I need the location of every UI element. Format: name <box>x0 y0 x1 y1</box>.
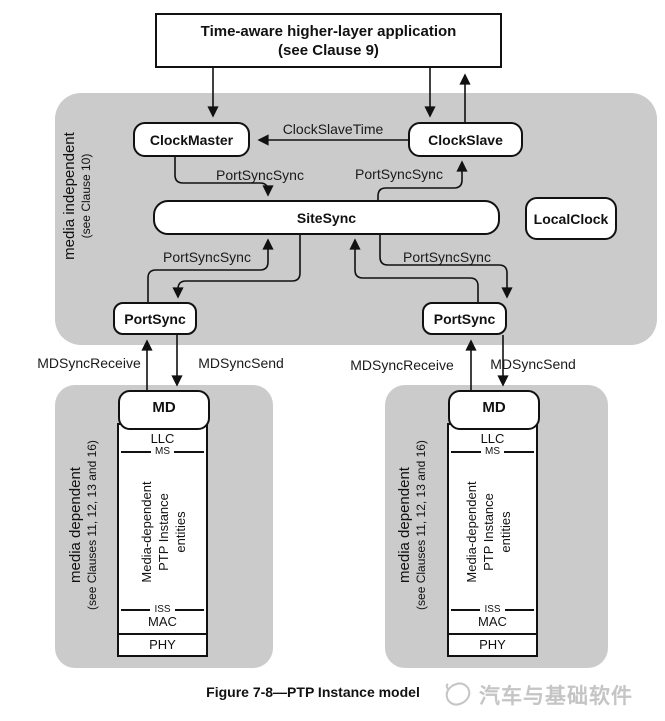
portsyncsync-label-clockmaster: PortSyncSync <box>216 167 304 183</box>
arrow-clockmaster-to-sitesync <box>174 157 274 197</box>
divider-line <box>451 450 481 453</box>
figure-caption: Figure 7-8—PTP Instance model <box>206 684 420 700</box>
ms-divider: MS <box>449 446 536 457</box>
clockslavetime-label: ClockSlaveTime <box>282 121 384 137</box>
mdsyncreceive-label-left: MDSyncReceive <box>37 355 141 371</box>
sitesync-box: SiteSync <box>153 200 500 235</box>
md-box-right: MD <box>448 390 540 430</box>
entities-line1: Media-dependent <box>138 481 154 583</box>
iss-divider: ISS <box>119 604 206 615</box>
mdsyncsend-label-left: MDSyncSend <box>198 355 284 371</box>
ms-label: MS <box>155 446 170 457</box>
divider-line <box>504 608 534 611</box>
app-box-text: Time-aware higher-layer application (see… <box>201 22 457 60</box>
mdsyncsend-label-right: MDSyncSend <box>490 356 576 372</box>
watermark-logo-icon <box>445 682 471 706</box>
phy-label: PHY <box>149 637 176 652</box>
entities-line2: PTP Instance <box>480 493 496 571</box>
entities-line3: entities <box>172 511 188 553</box>
arrow-portsync-left-to-sitesync <box>147 238 274 302</box>
divider-line <box>121 608 151 611</box>
arrow-sitesync-to-portsync-right <box>379 235 513 299</box>
clockmaster-box: ClockMaster <box>133 122 250 157</box>
time-aware-application-box: Time-aware higher-layer application (see… <box>155 13 502 68</box>
llc-label: LLC <box>480 431 505 446</box>
clockslave-box: ClockSlave <box>408 122 523 157</box>
iss-label: ISS <box>484 604 501 615</box>
media-dependent-entities-label-left: Media-dependent PTP Instance entities <box>136 457 190 607</box>
divider-line <box>504 450 534 453</box>
arrow-portsync-right-to-sitesync <box>349 238 479 302</box>
iss-label: ISS <box>154 604 171 615</box>
app-box-line2: (see Clause 9) <box>278 41 379 59</box>
localclock-box: LocalClock <box>525 197 617 240</box>
mac-phy-divider <box>449 633 536 635</box>
portsync-box-left: PortSync <box>113 302 197 335</box>
divider-line <box>174 450 204 453</box>
app-box-line1: Time-aware higher-layer application <box>200 22 457 40</box>
divider-line <box>451 608 481 611</box>
divider-line <box>174 608 204 611</box>
watermark: 汽车与基础软件 <box>443 680 633 710</box>
llc-label: LLC <box>150 431 175 446</box>
media-dependent-entities-label-right: Media-dependent PTP Instance entities <box>461 457 515 607</box>
mac-label: MAC <box>148 614 177 629</box>
ms-label: MS <box>485 446 500 457</box>
portsyncsync-label-right: PortSyncSync <box>403 249 491 265</box>
iss-divider: ISS <box>449 604 536 615</box>
ms-divider: MS <box>119 446 206 457</box>
watermark-text: 汽车与基础软件 <box>479 685 633 708</box>
arrow-sitesync-to-clockslave <box>377 160 468 200</box>
protocol-stack-left: LLC MS ISS MAC PHY <box>117 423 208 657</box>
portsyncsync-label-left: PortSyncSync <box>163 249 251 265</box>
portsync-box-right: PortSync <box>422 302 507 335</box>
divider-line <box>121 450 151 453</box>
entities-line2: PTP Instance <box>155 493 171 571</box>
md-box-left: MD <box>118 390 210 430</box>
entities-line3: entities <box>497 511 513 553</box>
arrow-sitesync-to-portsync-left <box>172 235 301 299</box>
phy-label: PHY <box>479 637 506 652</box>
mdsyncreceive-label-right: MDSyncReceive <box>350 357 454 373</box>
mac-phy-divider <box>119 633 206 635</box>
entities-line1: Media-dependent <box>463 481 479 583</box>
mac-label: MAC <box>478 614 507 629</box>
portsyncsync-label-clockslave: PortSyncSync <box>355 166 443 182</box>
